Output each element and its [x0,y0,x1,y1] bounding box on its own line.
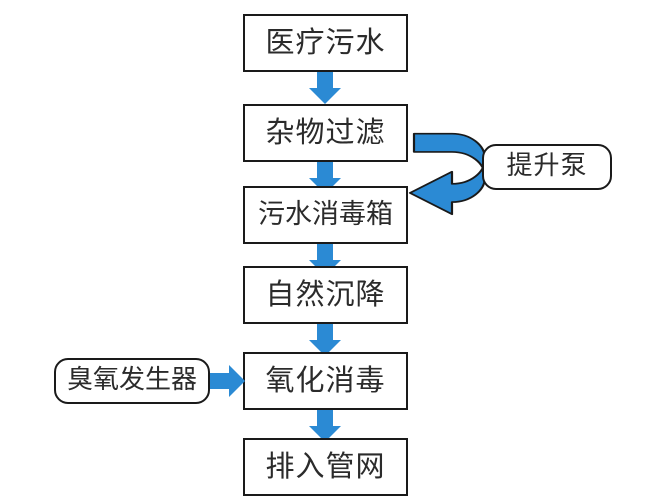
process-node-oxidation[interactable]: 氧化消毒 [243,352,408,410]
arrow-shaft [317,162,333,180]
connector-influent-to-debris-filter [309,72,341,104]
process-node-sedimentation-label: 自然沉降 [265,276,386,311]
arrow-head [229,365,245,397]
process-node-disinfect-tank[interactable]: 污水消毒箱 [243,186,408,244]
process-node-discharge-label: 排入管网 [265,448,386,483]
process-node-discharge[interactable]: 排入管网 [243,438,408,496]
arrow-shaft [317,410,333,428]
equipment-node-lift-pump[interactable]: 提升泵 [482,144,612,190]
arrow-shaft [317,72,333,90]
equipment-node-ozone-generator[interactable]: 臭氧发生器 [54,358,210,404]
arrow-head [309,88,341,104]
arrow-shaft [210,373,231,389]
equipment-node-ozone-generator-label: 臭氧发生器 [66,365,197,395]
process-node-influent-label: 医疗污水 [265,24,386,59]
equipment-node-lift-pump-label: 提升泵 [506,151,588,181]
arrow-shaft [317,324,333,342]
process-node-oxidation-label: 氧化消毒 [265,362,386,397]
connector-ozone-generator-to-oxidation [210,365,245,397]
process-node-debris-filter[interactable]: 杂物过滤 [243,104,408,162]
process-node-disinfect-tank-label: 污水消毒箱 [258,198,393,230]
arrow-shaft [317,244,333,262]
connector-lift-pump-to-disinfect-tank [408,132,486,216]
process-node-influent[interactable]: 医疗污水 [243,14,408,72]
process-node-sedimentation[interactable]: 自然沉降 [243,266,408,324]
process-node-debris-filter-label: 杂物过滤 [265,114,386,149]
